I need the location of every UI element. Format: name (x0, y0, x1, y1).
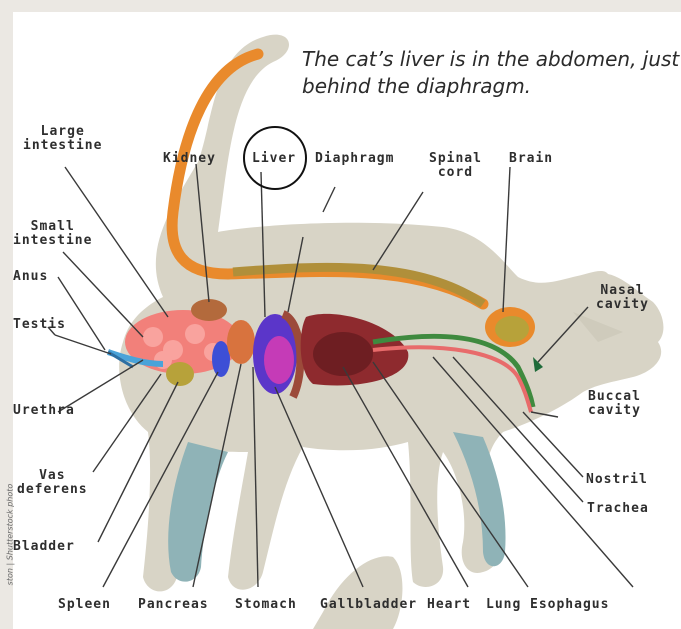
label-liver: Liver (252, 152, 296, 166)
label-vas-deferens: Vas deferens (17, 469, 88, 497)
label-urethra: Urethra (13, 404, 75, 418)
cat-anatomy-illustration (13, 12, 681, 629)
label-small-intestine: Small intestine (13, 220, 92, 248)
label-anus: Anus (13, 270, 48, 284)
label-diaphragm: Diaphragm (315, 152, 394, 166)
label-stomach: Stomach (235, 598, 297, 612)
label-esophagus: Esophagus (530, 598, 609, 612)
label-buccal-cavity: Buccal cavity (588, 390, 641, 418)
label-spinal-cord: Spinal cord (429, 152, 482, 180)
label-nostril: Nostril (586, 473, 648, 487)
diagram-panel: The cat’s liver is in the abdomen, just … (13, 12, 681, 629)
label-spleen: Spleen (58, 598, 111, 612)
label-brain: Brain (509, 152, 553, 166)
label-large-intestine: Large intestine (23, 125, 102, 153)
stomach-shape (227, 320, 255, 364)
label-pancreas: Pancreas (138, 598, 209, 612)
caption-text: The cat’s liver is in the abdomen, just … (302, 46, 681, 100)
photo-credit: ston | Shutterstock photo (0, 470, 16, 620)
heart-shape (313, 332, 373, 376)
label-trachea: Trachea (587, 502, 649, 516)
bladder-shape (166, 362, 194, 386)
kidney-shape (191, 299, 227, 321)
label-nasal-cavity: Nasal cavity (596, 284, 649, 312)
label-kidney: Kidney (163, 152, 216, 166)
label-heart: Heart (427, 598, 471, 612)
label-gallbladder: Gallbladder (320, 598, 417, 612)
label-lung: Lung (486, 598, 521, 612)
label-bladder: Bladder (13, 540, 75, 554)
label-testis: Testis (13, 318, 66, 332)
